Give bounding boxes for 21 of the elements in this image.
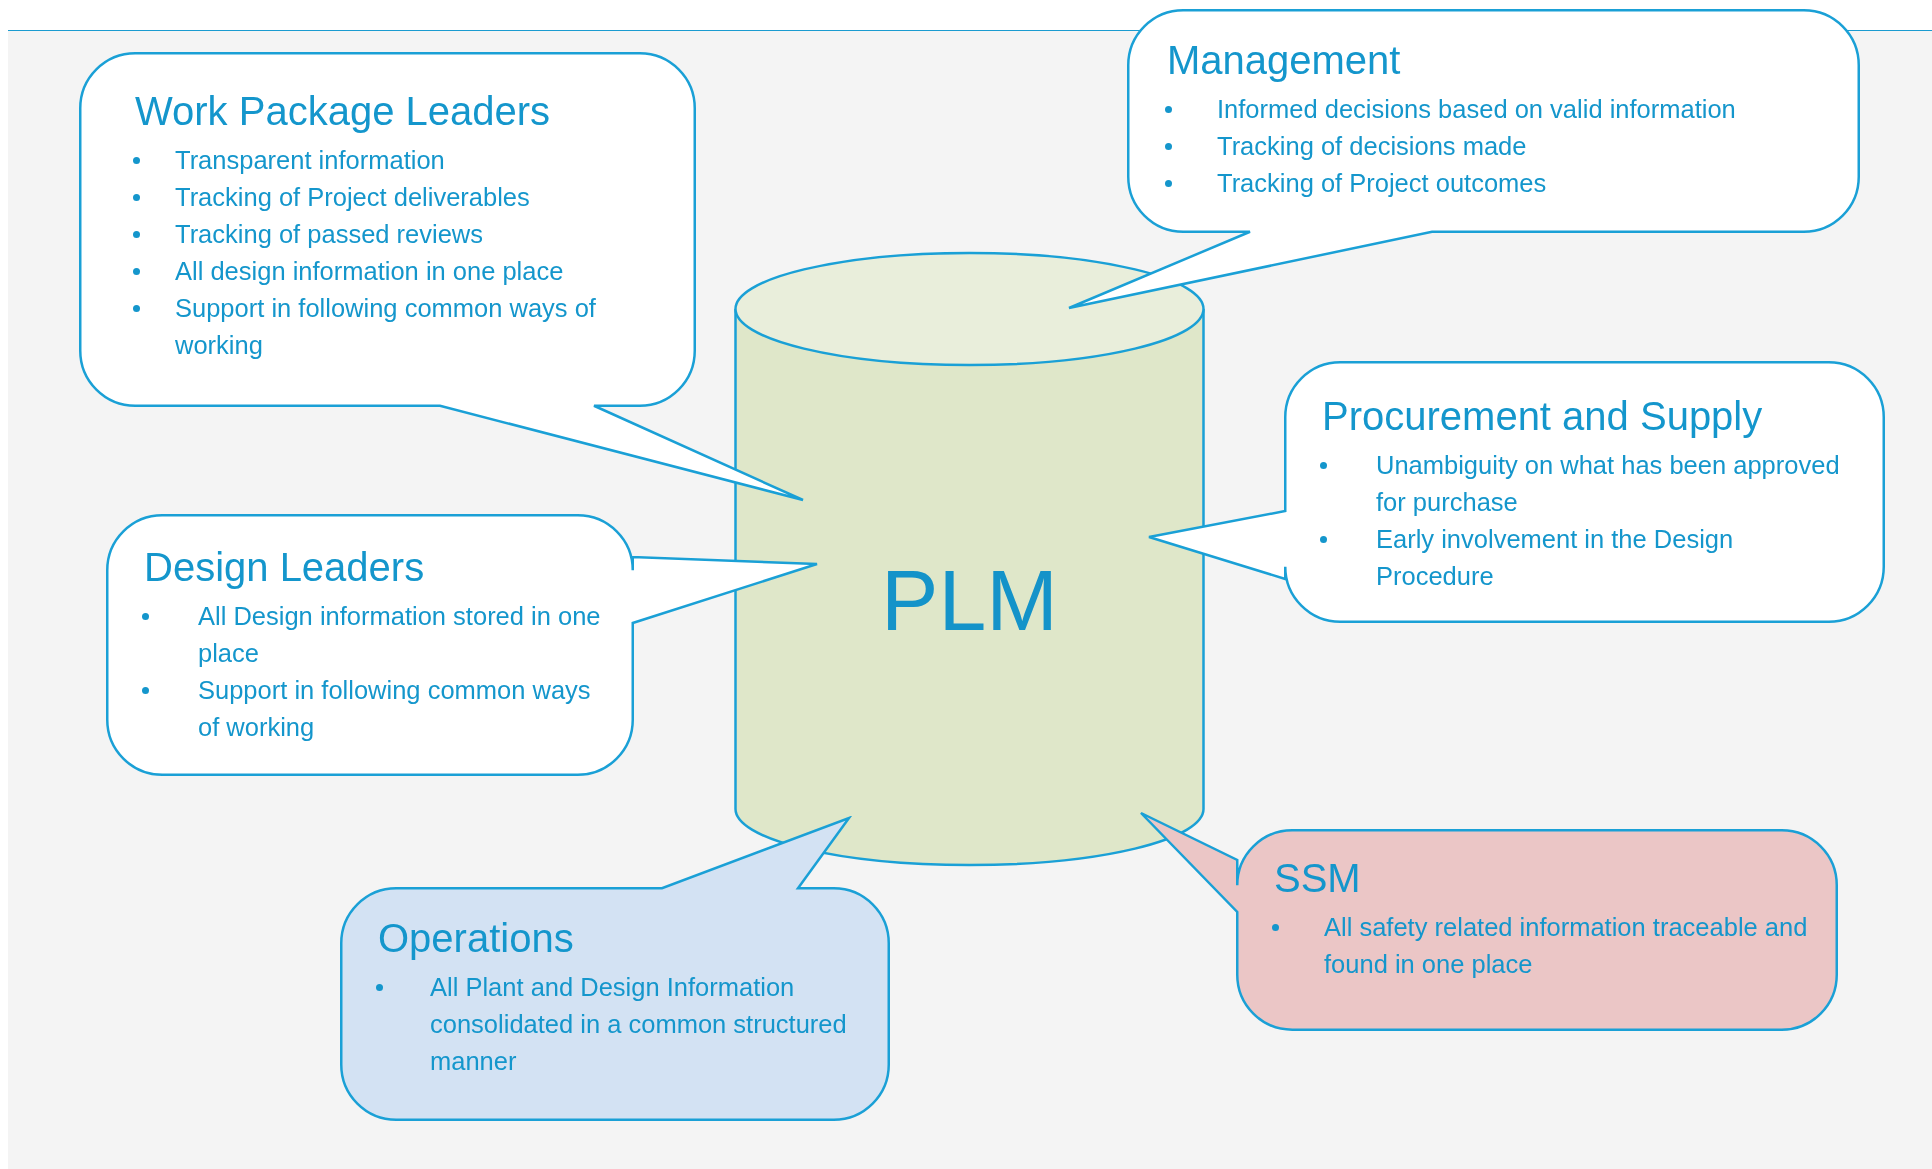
bullet-text: Unambiguity on what has been approved for purchase — [1376, 451, 1840, 516]
callout-heading: SSM — [1274, 855, 1362, 901]
bullet-text: Tracking of Project outcomes — [1217, 169, 1547, 197]
bullet-text: Support in following common ways of working — [175, 294, 596, 359]
bullet-text: All design information in one place — [175, 257, 564, 285]
bullet-text: Tracking of decisions made — [1217, 132, 1527, 160]
bullet-text: Tracking of passed reviews — [175, 220, 484, 248]
database-label: PLM — [880, 551, 1059, 650]
bullet-text: Support in following common ways of working — [198, 676, 591, 741]
bullet-text: Transparent information — [175, 146, 445, 174]
bullet-text: Tracking of Project deliverables — [175, 183, 530, 211]
callout-heading: Design Leaders — [144, 544, 426, 590]
bullet-text: Early involvement in the Design Procedure — [1376, 525, 1734, 590]
bullet-text: All Design information stored in one place — [198, 602, 601, 667]
bullet-text: Informed decisions based on valid information — [1217, 95, 1736, 123]
callout-heading: Management — [1167, 37, 1402, 83]
callout-heading: Work Package Leaders — [135, 88, 552, 134]
bullet-text: All safety related information traceable and found in one place — [1324, 913, 1808, 978]
bullet-text: All Plant and Design Information consolidated in a common structured manner — [430, 973, 847, 1075]
callout-heading: Procurement and Supply — [1322, 393, 1764, 439]
callout-heading: Operations — [378, 915, 575, 961]
